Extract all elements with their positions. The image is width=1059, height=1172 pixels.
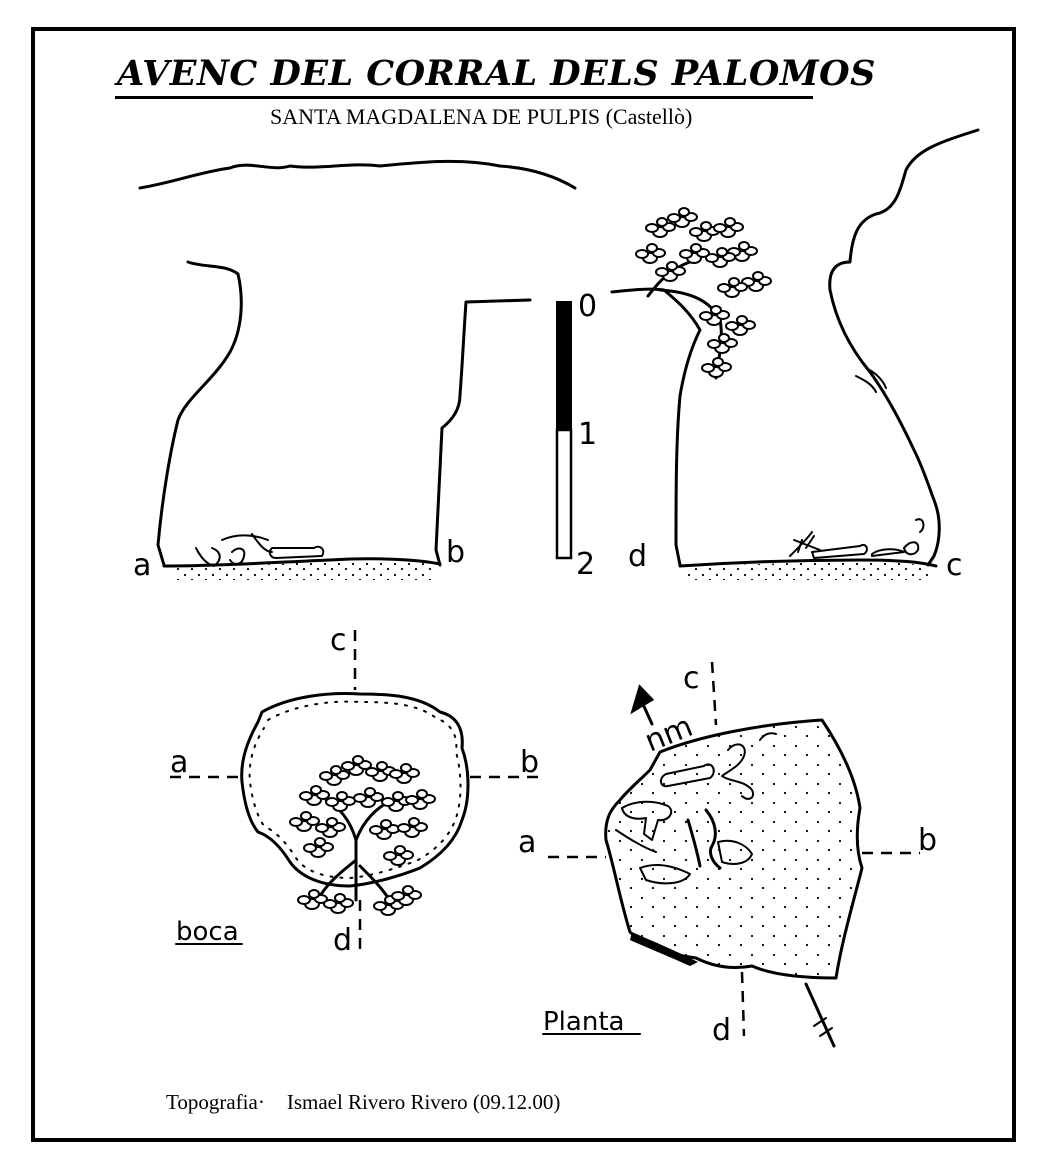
bone-icon (615, 732, 777, 885)
boca-label-a: a (170, 745, 188, 780)
planta-caption: Planta (543, 1007, 624, 1037)
section-label-b: b (446, 535, 465, 570)
boca-label-c: c (330, 623, 347, 658)
planta-label-d: d (712, 1013, 731, 1048)
section-label-d: d (628, 539, 647, 574)
planta-label-a: a (518, 825, 536, 860)
credit-author: Ismael Rivero Rivero (09.12.00) (286, 1090, 561, 1114)
map-frame (31, 27, 1016, 1142)
planta-label-b: b (918, 823, 937, 858)
section-label-c: c (946, 548, 963, 583)
boca-drawing: c a b d boca (170, 623, 542, 958)
scale-label-0: 0 (578, 289, 597, 324)
boca-caption: boca (176, 917, 239, 947)
section-label-a: a (133, 548, 151, 583)
horizon-line (138, 159, 577, 190)
survey-credit: Topografia· Ismael Rivero Rivero (09.12.0… (166, 1092, 560, 1113)
page-title: AVENC DEL CORRAL DELS PALOMOS (117, 53, 876, 94)
boca-label-b: b (520, 745, 539, 780)
credit-label: Topografia· (166, 1090, 265, 1114)
planta-drawing: nm c a b d Planta (518, 661, 937, 1048)
boca-label-d: d (333, 923, 352, 958)
scale-label-1: 1 (578, 417, 597, 452)
scale-label-2: 2 (576, 547, 595, 582)
title-underline (115, 96, 813, 99)
section-a-b: a b (133, 260, 532, 583)
tree-icon (635, 207, 772, 380)
bone-icon (195, 533, 325, 567)
scale-bar-icon: 0 1 2 (555, 289, 597, 582)
bone-icon (789, 518, 925, 559)
page-subtitle: SANTA MAGDALENA DE PULPIS (Castellò) (270, 104, 693, 129)
section-d-c: d c (610, 128, 980, 583)
tree-icon (289, 755, 436, 916)
planta-label-c: c (683, 661, 700, 696)
